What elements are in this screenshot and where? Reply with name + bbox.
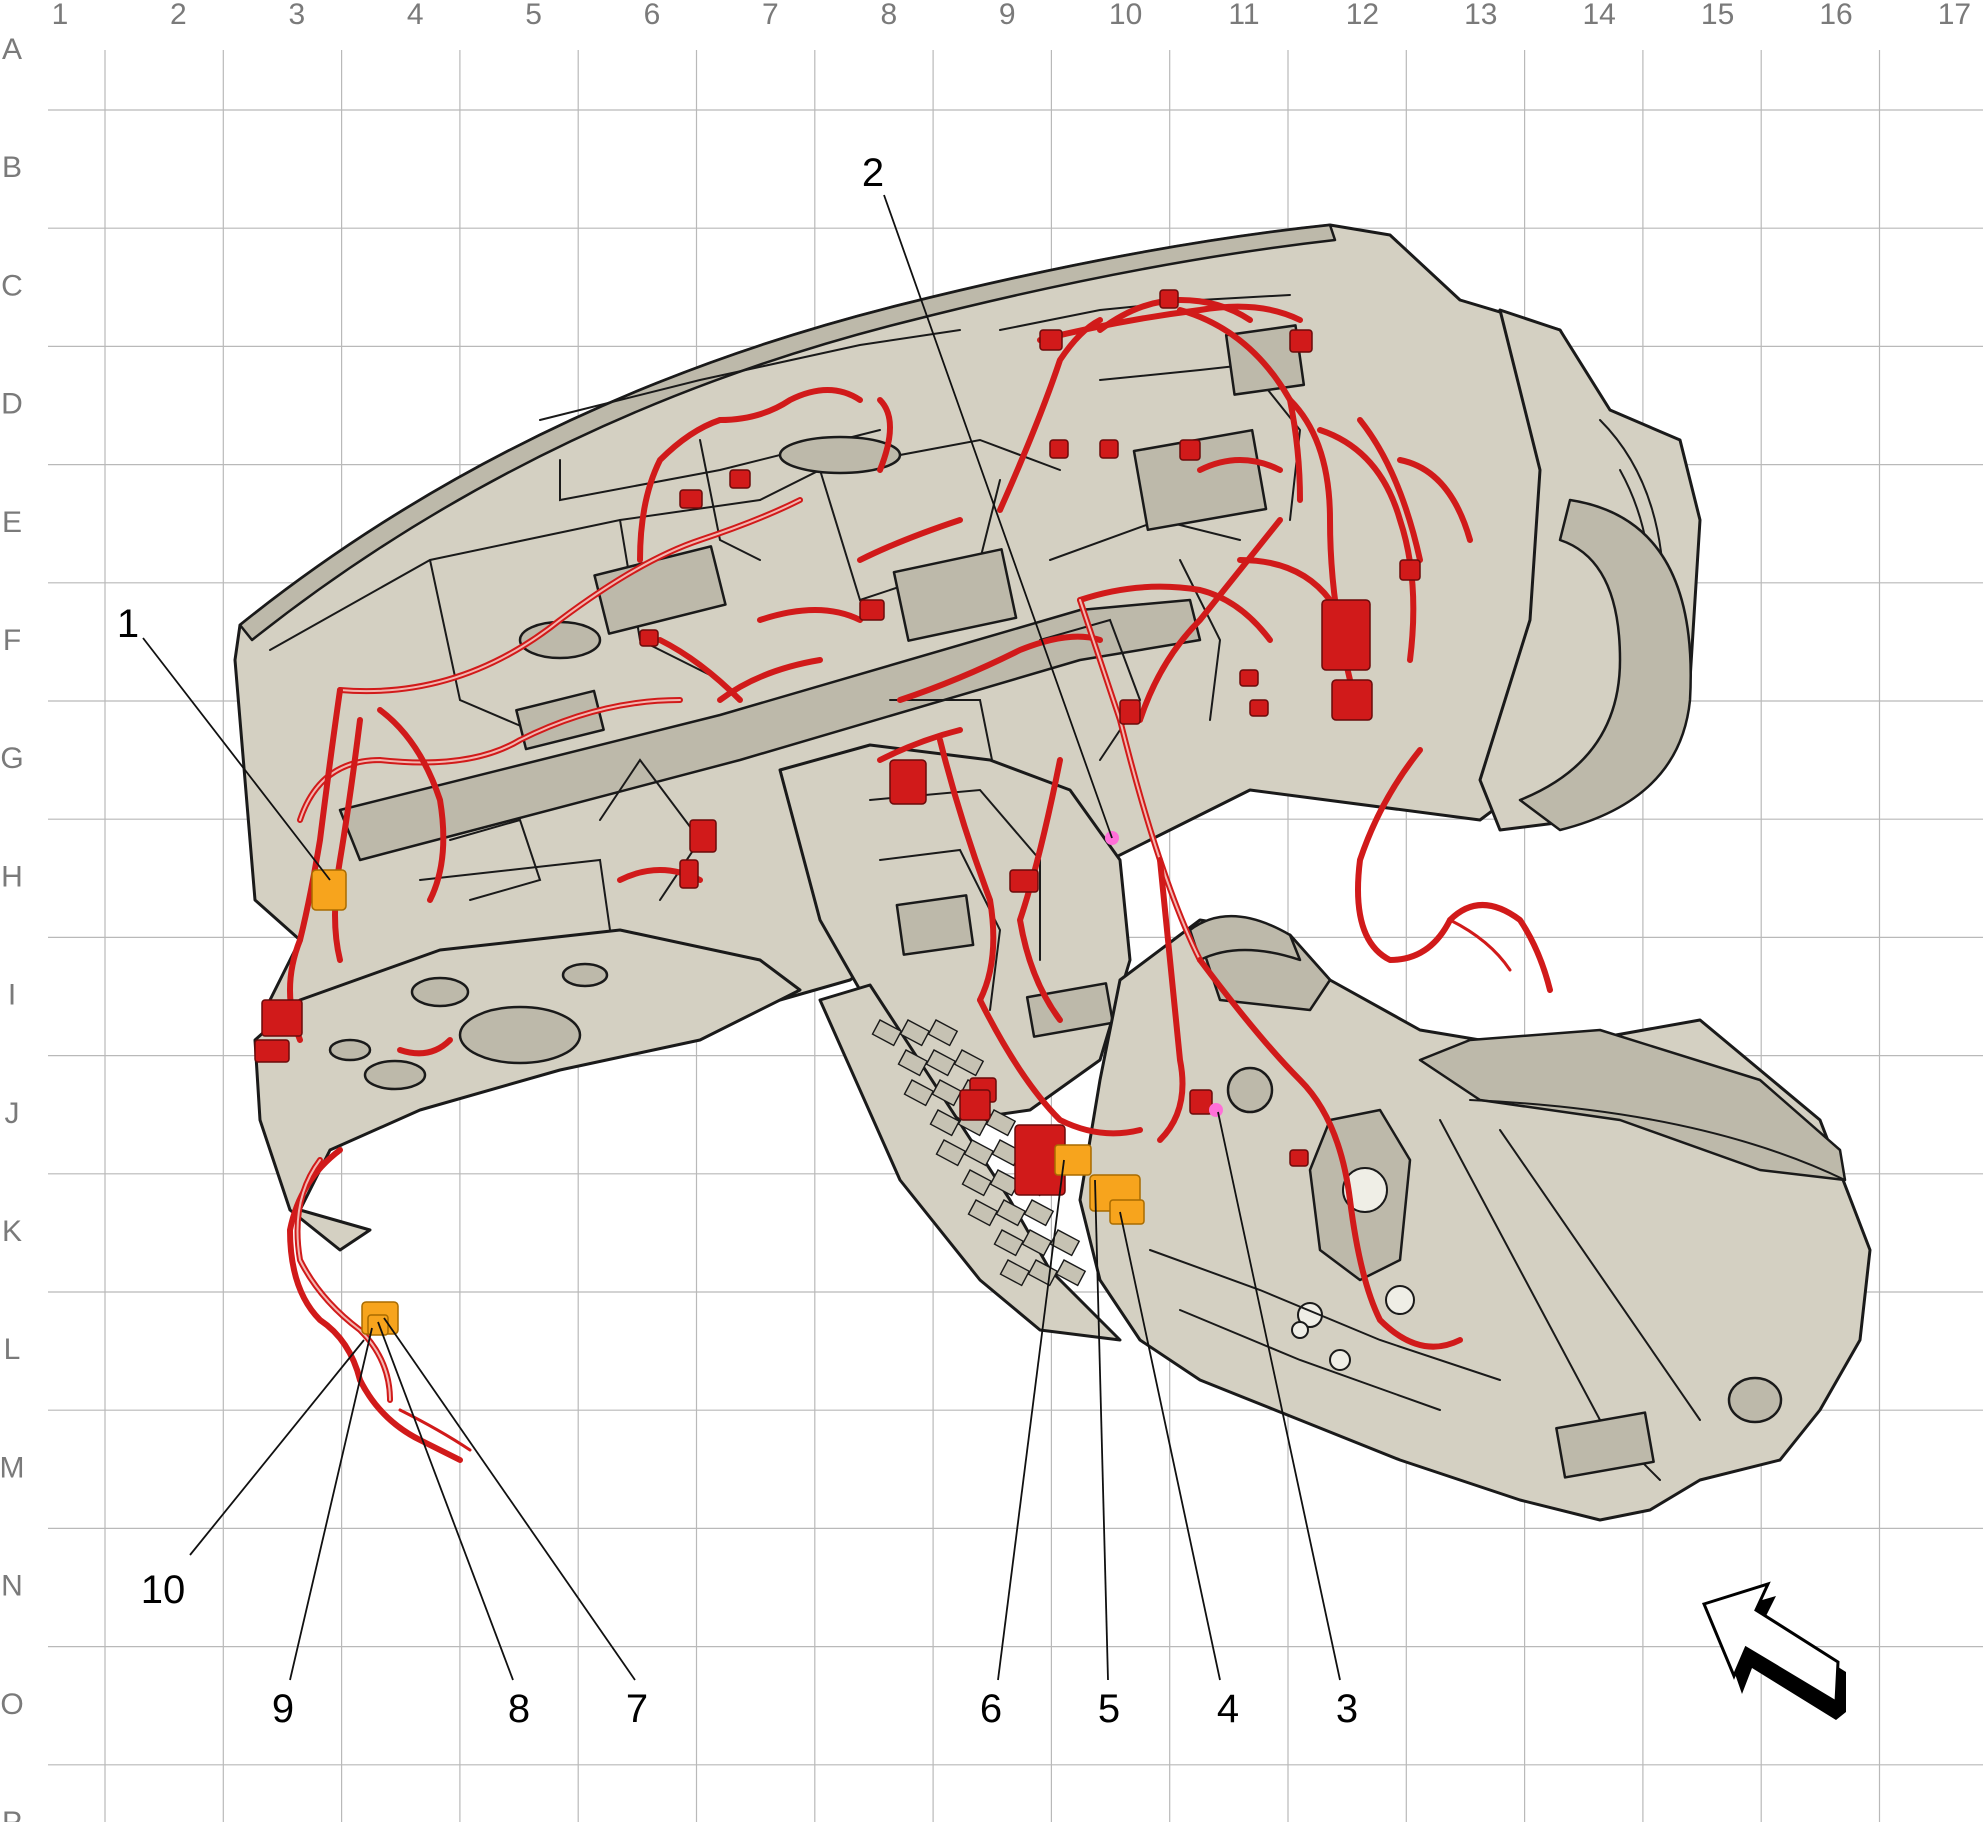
grid-column-label: 13 [1464, 0, 1497, 31]
grille-block [1055, 1259, 1087, 1287]
grid-row-label: L [4, 1333, 21, 1366]
harness-connectors [254, 289, 1421, 1196]
grille-block [897, 1049, 929, 1077]
console-armrest [1418, 1028, 1847, 1182]
grille-block [953, 1049, 985, 1077]
grid-column-label: 7 [762, 0, 779, 31]
grille-block [995, 1199, 1027, 1227]
grid-column-label: 3 [288, 0, 305, 31]
grid-row-label: G [0, 742, 23, 775]
grid-row-labels: A B C D E F G H I J K L M N O P [0, 33, 25, 1827]
callout-4: 4 [1217, 1687, 1239, 1731]
grid-column-label: 1 [52, 0, 69, 31]
grille-block [903, 1079, 935, 1107]
console-cupholder-hole [1727, 1376, 1783, 1424]
grid-column-label: 4 [407, 0, 424, 31]
grille-block [899, 1019, 931, 1047]
grid-column-label: 14 [1583, 0, 1616, 31]
callout-leaders [142, 194, 1341, 1681]
grid-column-label: 6 [644, 0, 661, 31]
grid-row-label: D [1, 388, 23, 421]
callout-numbers: 1 2 3 4 5 6 7 8 9 10 [117, 151, 1358, 1731]
grid-column-label: 9 [999, 0, 1016, 31]
grille-block [871, 1019, 903, 1047]
wire-harness [287, 297, 1553, 1463]
grid-row-label: H [1, 860, 23, 893]
grid-row-label: J [5, 1097, 20, 1130]
grille-block [1027, 1259, 1059, 1287]
grid-column-label: 2 [170, 0, 187, 31]
left-knee-panel [253, 928, 802, 1252]
grid-column-label: 11 [1228, 0, 1259, 31]
grid-column-label: 12 [1346, 0, 1379, 31]
grid-row-label: C [1, 269, 23, 302]
instrument-panel [233, 223, 1702, 1342]
grid-row-label: K [2, 1215, 22, 1248]
grid-column-label: 16 [1819, 0, 1852, 31]
grid-column-label: 8 [880, 0, 897, 31]
splice-point-3 [1209, 1103, 1223, 1117]
callout-9: 9 [272, 1687, 294, 1731]
connector-1 [311, 869, 347, 911]
grille-block [925, 1049, 957, 1077]
grille-block [931, 1079, 963, 1107]
grid-column-label: 15 [1701, 0, 1734, 31]
grille-block [967, 1199, 999, 1227]
callout-8: 8 [508, 1687, 530, 1731]
callout-2: 2 [862, 151, 884, 195]
callout-6: 6 [980, 1687, 1002, 1731]
grille-block [927, 1019, 959, 1047]
callout-7: 7 [626, 1687, 648, 1731]
grid-row-label: I [8, 979, 16, 1012]
callout-5: 5 [1098, 1687, 1120, 1731]
dash-top-lip [238, 223, 1337, 642]
connector-6 [1054, 1144, 1092, 1176]
grille-block [1023, 1199, 1055, 1227]
grid-row-label: F [3, 624, 21, 657]
grid-row-label: O [0, 1688, 23, 1721]
grid-row-label: M [0, 1451, 25, 1484]
grille-block [999, 1259, 1031, 1287]
knee-panel-hole [458, 1005, 582, 1065]
grid-column-label: 5 [525, 0, 542, 31]
callout-10: 10 [141, 1568, 186, 1612]
grid-column-label: 10 [1109, 0, 1142, 31]
grille-block [993, 1229, 1025, 1257]
grid-row-label: E [2, 506, 22, 539]
view-direction-arrow-icon [1701, 1581, 1846, 1720]
callout-1: 1 [117, 602, 139, 646]
console-body [1078, 918, 1872, 1522]
grille-block [1021, 1229, 1053, 1257]
tunnel-trim-grille [871, 1019, 1087, 1287]
grille-block [961, 1169, 993, 1197]
dash-structure-details [269, 294, 1306, 931]
grid-row-label: N [1, 1570, 23, 1603]
connector-4 [1109, 1199, 1145, 1225]
grille-block [935, 1139, 967, 1167]
grille-block [963, 1139, 995, 1167]
callout-3: 3 [1336, 1687, 1358, 1731]
grid-column-label: 17 [1938, 0, 1971, 31]
grille-block [929, 1109, 961, 1137]
grid-row-label: B [2, 151, 22, 184]
grid-row-label: A [2, 33, 22, 66]
grid-row-label: P [2, 1806, 22, 1822]
steering-column-opening [1518, 498, 1692, 832]
floor-console [1078, 914, 1872, 1522]
